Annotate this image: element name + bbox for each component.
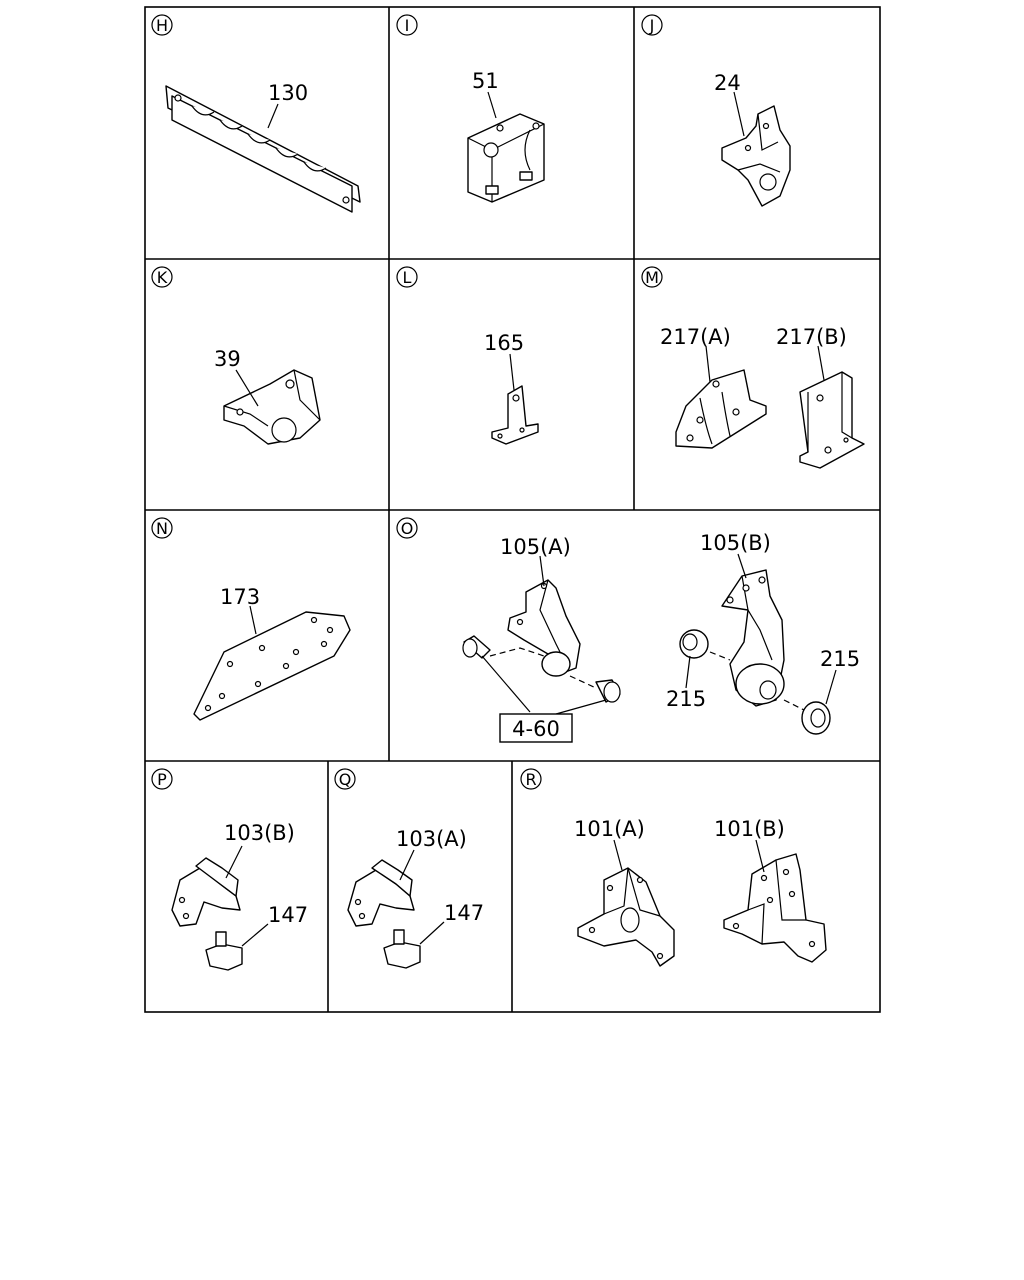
bracket-24 xyxy=(721,91,791,207)
panel-id-badge: P xyxy=(151,768,173,790)
part-label-215-right: 215 xyxy=(820,647,860,671)
panel-r: R 101(A) 101(B) xyxy=(520,768,827,967)
part-label-173: 173 xyxy=(220,585,260,609)
bracket-217a xyxy=(675,345,767,449)
part-label-217b: 217(B) xyxy=(776,325,847,349)
panel-id-badge: Q xyxy=(334,768,356,790)
bushing-215-right xyxy=(783,669,837,735)
reference-label-4-60: 4-60 xyxy=(512,717,560,741)
panel-id: H xyxy=(156,16,168,35)
panel-id: I xyxy=(405,16,410,35)
panel-id-badge: I xyxy=(396,14,418,36)
bushing-pair-105a xyxy=(462,635,621,715)
part-label-215-left: 215 xyxy=(666,687,706,711)
panel-id-badge: N xyxy=(151,517,173,539)
stopper-147-q xyxy=(383,921,445,969)
panel-id-badge: H xyxy=(151,14,173,36)
panel-id: L xyxy=(403,268,412,287)
panel-id-badge: K xyxy=(151,266,173,288)
bracket-103b xyxy=(171,845,243,927)
panel-id-badge: O xyxy=(396,517,418,539)
panel-id: K xyxy=(157,268,168,287)
panel-h: H 130 xyxy=(151,14,361,213)
panel-i: I 51 xyxy=(396,14,545,203)
bracket-51 xyxy=(467,91,545,203)
bracket-39 xyxy=(223,369,321,445)
hanger-105a xyxy=(507,555,581,677)
panel-id: J xyxy=(649,16,655,35)
part-label-105b: 105(B) xyxy=(700,531,771,555)
bracket-217b xyxy=(799,345,865,469)
panel-id: P xyxy=(157,770,167,789)
panel-id-badge: L xyxy=(396,266,418,288)
part-label-39: 39 xyxy=(214,347,241,371)
plate-173 xyxy=(193,605,351,721)
panel-m: M 217(A) 217(B) xyxy=(641,266,865,469)
panel-n: N 173 xyxy=(151,517,351,721)
panel-j: J 24 xyxy=(641,14,791,207)
part-label-147-p: 147 xyxy=(268,903,308,927)
part-label-147-q: 147 xyxy=(444,901,484,925)
panel-id: Q xyxy=(339,770,352,789)
part-label-101b: 101(B) xyxy=(714,817,785,841)
bracket-101a xyxy=(577,839,675,967)
panel-id: N xyxy=(156,519,168,538)
bracket-103a xyxy=(347,849,415,927)
panel-l: L 165 xyxy=(396,266,539,445)
panel-q: Q 103(A) 147 xyxy=(334,768,484,969)
panel-o: O 105(A) 4-60 xyxy=(396,517,860,743)
diagram-grid xyxy=(144,6,881,1013)
part-label-103b: 103(B) xyxy=(224,821,295,845)
panel-id: O xyxy=(401,519,414,538)
reference-box-4-60: 4-60 xyxy=(499,713,573,743)
panel-id-badge: R xyxy=(520,768,542,790)
panel-id: M xyxy=(645,268,659,287)
part-label-103a: 103(A) xyxy=(396,827,467,851)
bracket-101b xyxy=(723,839,827,963)
panel-id-badge: J xyxy=(641,14,663,36)
crossmember-130 xyxy=(165,85,361,213)
part-label-101a: 101(A) xyxy=(574,817,645,841)
part-label-105a: 105(A) xyxy=(500,535,571,559)
panel-id-badge: M xyxy=(641,266,663,288)
part-label-217a: 217(A) xyxy=(660,325,731,349)
hanger-105b xyxy=(721,553,785,707)
bushing-215-left xyxy=(679,629,731,689)
panel-p: P 103(B) 147 xyxy=(151,768,308,971)
part-label-24: 24 xyxy=(714,71,741,95)
bracket-165 xyxy=(491,353,539,445)
part-label-130: 130 xyxy=(268,81,308,105)
panel-k: K 39 xyxy=(151,266,321,445)
stopper-147-p xyxy=(205,923,269,971)
part-label-51: 51 xyxy=(472,69,499,93)
part-label-165: 165 xyxy=(484,331,524,355)
panel-id: R xyxy=(525,770,536,789)
